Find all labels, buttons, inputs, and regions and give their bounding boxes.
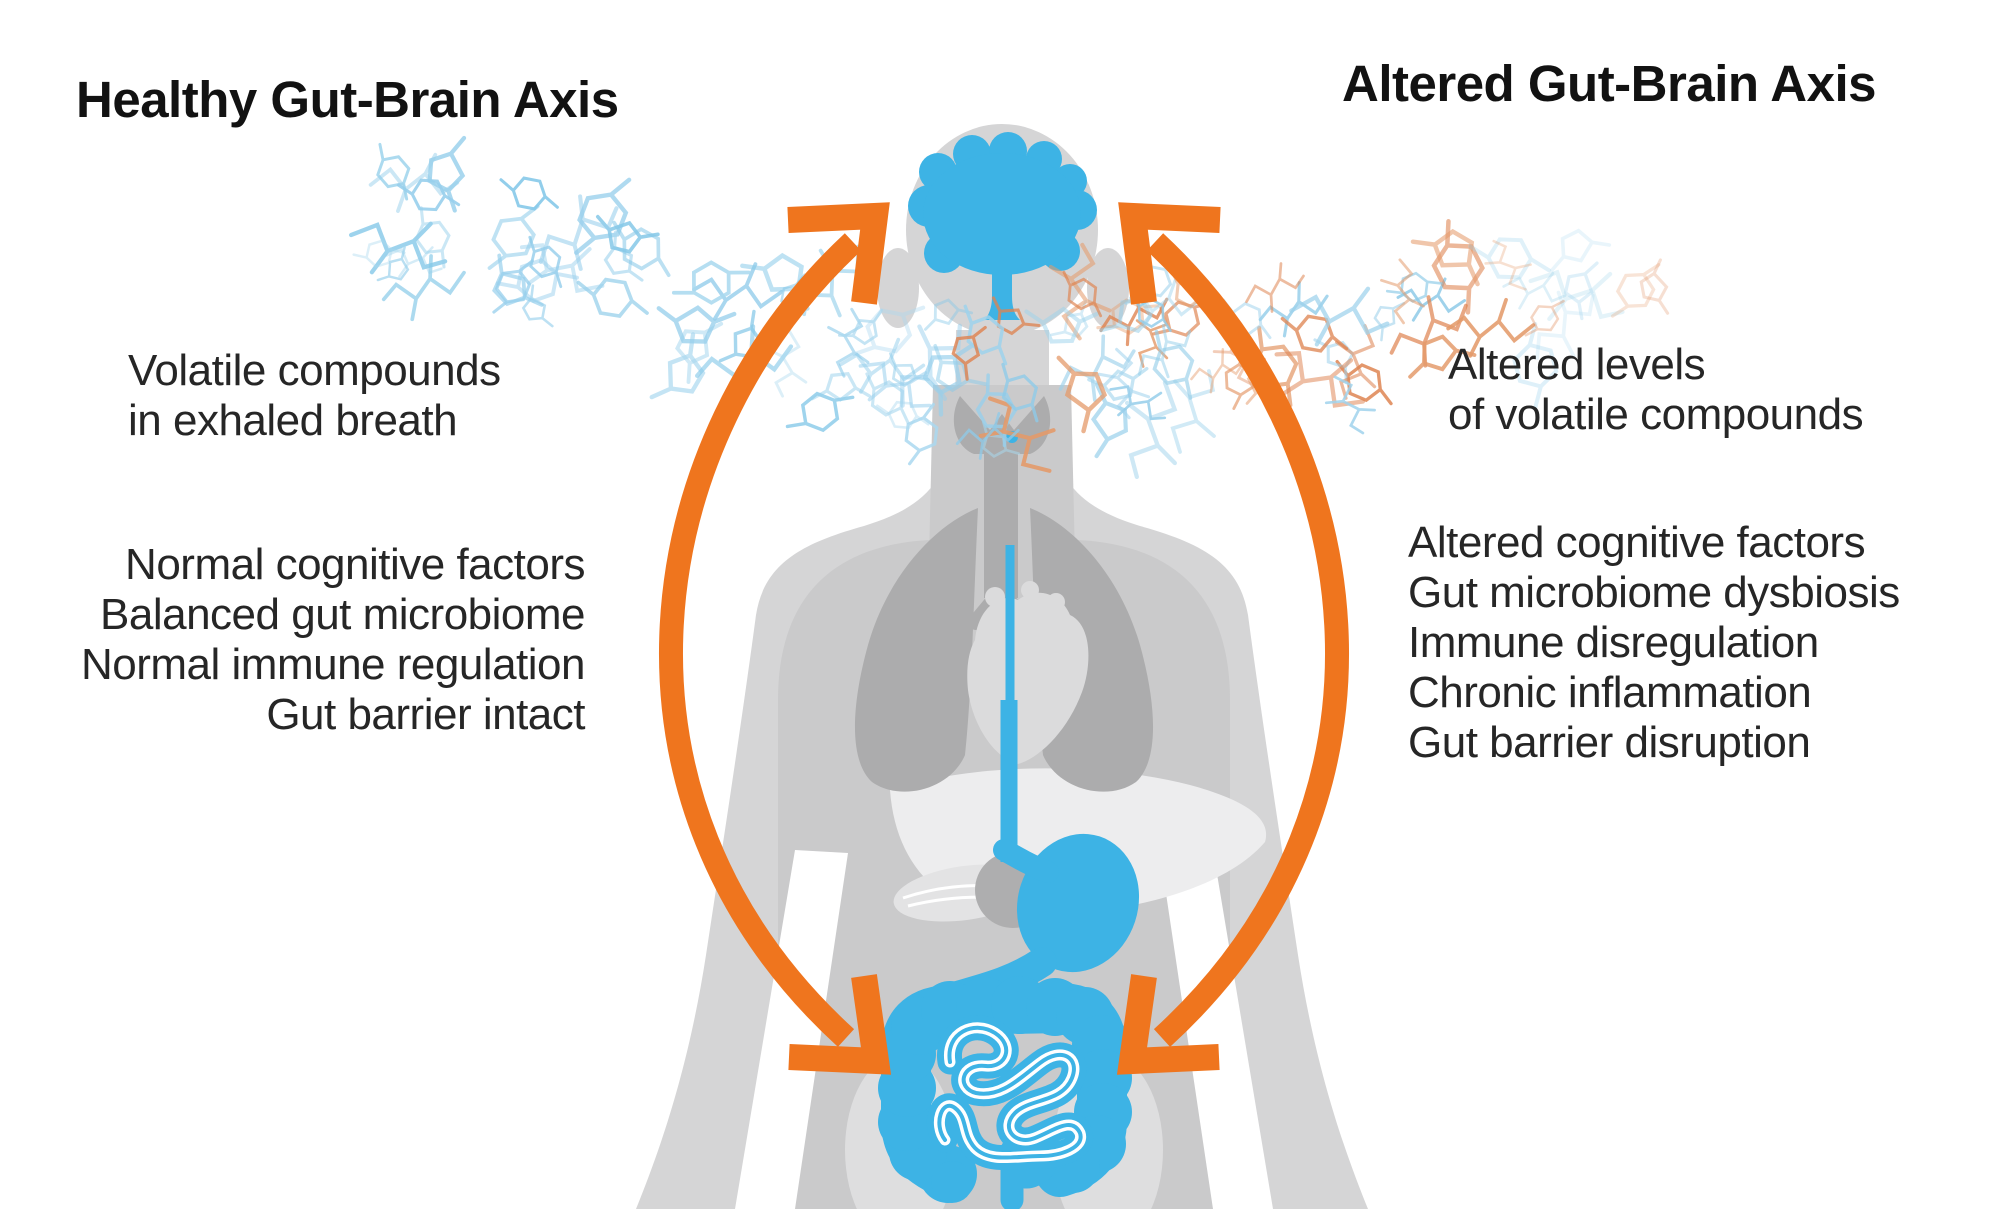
healthy-factor: Normal immune regulation xyxy=(81,640,586,689)
molecule-glyph xyxy=(495,172,564,215)
molecule-glyph xyxy=(572,273,654,323)
gut-brain-arrows xyxy=(658,202,1350,1075)
text-line: Volatile compounds xyxy=(128,346,501,395)
healthy-axis-title: Healthy Gut-Brain Axis xyxy=(76,71,619,129)
heart xyxy=(967,581,1089,764)
molecule-glyph xyxy=(1284,270,1395,361)
brain-icon xyxy=(908,132,1097,320)
lung-left xyxy=(854,508,978,792)
healthy-factor: Gut barrier intact xyxy=(266,690,585,739)
molecule-glyph xyxy=(1135,325,1212,405)
text-line: Altered levels xyxy=(1448,340,1706,389)
text-line: in exhaled breath xyxy=(128,396,458,445)
healthy-factor: Balanced gut microbiome xyxy=(100,590,585,639)
arrowhead-gut-left xyxy=(788,974,892,1075)
molecule-glyph xyxy=(1363,292,1414,342)
molecule-glyph xyxy=(1376,256,1429,326)
ear-left xyxy=(877,248,919,328)
molecule-glyph xyxy=(781,375,859,448)
molecule-glyph xyxy=(815,303,882,383)
arrowhead-brain-right xyxy=(1118,202,1221,305)
cecum xyxy=(931,1161,973,1203)
altered-factors-list: Altered cognitive factors Gut microbiome… xyxy=(1408,518,1900,768)
healthy-factors-list: Normal cognitive factors Balanced gut mi… xyxy=(40,540,586,740)
healthy-breath-label: Volatile compounds in exhaled breath xyxy=(128,346,501,446)
large-intestine xyxy=(878,976,1132,1209)
arm-gap-left xyxy=(735,850,848,1209)
arm-gap-right xyxy=(1160,850,1273,1209)
blue-organs xyxy=(878,132,1140,1209)
altered-factor: Gut microbiome dysbiosis xyxy=(1408,568,1900,617)
small-intestine xyxy=(939,1028,1080,1158)
curved-double-arrow-right xyxy=(1116,202,1350,1075)
arrowhead-brain-left xyxy=(787,202,890,305)
molecule-glyph xyxy=(1605,252,1667,329)
altered-factor: Gut barrier disruption xyxy=(1408,718,1811,767)
altered-breath-label: Altered levels of volatile compounds xyxy=(1448,340,1864,440)
arrowhead-gut-right xyxy=(1116,974,1220,1075)
brainstem xyxy=(985,262,1020,320)
molecule-glyph xyxy=(350,234,408,274)
molecule-glyph xyxy=(834,308,890,351)
curved-double-arrow-left xyxy=(658,202,892,1075)
altered-factor: Chronic inflammation xyxy=(1408,668,1812,717)
molecule-glyph xyxy=(1545,225,1614,272)
text-line: of volatile compounds xyxy=(1448,390,1864,439)
altered-factor: Altered cognitive factors xyxy=(1408,518,1866,567)
healthy-factor: Normal cognitive factors xyxy=(125,540,585,589)
altered-factor: Immune disregulation xyxy=(1408,618,1819,667)
altered-axis-title: Altered Gut-Brain Axis xyxy=(1342,55,1877,113)
